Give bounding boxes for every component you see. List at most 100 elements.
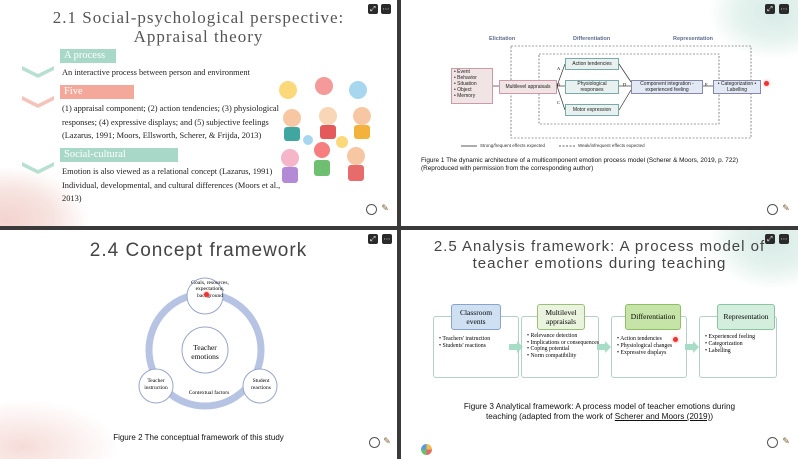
stage-item: • Physiological changes bbox=[617, 343, 673, 349]
section-text: (1) appraisal component; (2) action tend… bbox=[62, 102, 279, 143]
expand-icon[interactable]: ⤢ bbox=[368, 4, 378, 14]
figure-caption: Figure 2 The conceptual framework of thi… bbox=[113, 433, 284, 442]
event-item: • Situation bbox=[454, 81, 477, 87]
letter-label: C bbox=[557, 100, 561, 105]
decoration bbox=[0, 166, 90, 226]
stage-header: Multilevel appraisals bbox=[537, 304, 585, 330]
node-student-reactions: Student reactions bbox=[251, 378, 271, 391]
legend-weak: Weak/infrequent effects expected bbox=[578, 143, 645, 148]
letter-label: D bbox=[623, 82, 627, 87]
letter-label: B bbox=[557, 82, 561, 87]
record-ring-icon[interactable] bbox=[767, 204, 778, 215]
event-item: • Event bbox=[454, 69, 470, 75]
menu-icon[interactable]: ⋯ bbox=[381, 4, 391, 14]
laser-pointer bbox=[764, 81, 769, 86]
expand-icon[interactable]: ⤢ bbox=[765, 4, 775, 14]
event-item: • Memory bbox=[454, 93, 476, 99]
node-teacher-instruction: Teacher instruction bbox=[144, 378, 168, 391]
stage-item: • Categorization bbox=[705, 341, 743, 347]
text-line: Individual, developmental, and cultural … bbox=[62, 180, 281, 190]
stage-header: Classroom events bbox=[451, 304, 501, 330]
text-line: Emotion is also viewed as a relational c… bbox=[62, 167, 273, 176]
node-teacher-emotions: Teacher emotions bbox=[191, 343, 219, 361]
slide-title: 2.4 Concept framework bbox=[89, 240, 308, 261]
box-action-tendencies: Action tendencies bbox=[565, 58, 619, 70]
decoration bbox=[0, 399, 120, 459]
pen-icon[interactable]: ✎ bbox=[381, 204, 389, 214]
record-ring-icon[interactable] bbox=[767, 437, 778, 448]
pen-icon[interactable]: ✎ bbox=[782, 437, 790, 447]
column-representation: Representation bbox=[673, 36, 714, 42]
caption-text: ) bbox=[710, 412, 714, 421]
flow-arrows bbox=[509, 341, 699, 353]
letter-label: E bbox=[705, 82, 708, 87]
stage-item: • Teachers' instruction bbox=[439, 336, 491, 342]
slide-appraisal-theory[interactable]: 2.1 Social-psychological perspective: Ap… bbox=[0, 0, 397, 226]
slide-analysis-framework[interactable]: 2.5 Analysis framework: A process model … bbox=[401, 230, 798, 459]
stage-header: Representation bbox=[717, 304, 775, 330]
stage-header: Differentiation bbox=[625, 304, 681, 330]
box-motor-expression: Motor expression bbox=[565, 104, 619, 116]
arrow-right-icon bbox=[597, 341, 611, 353]
laser-pointer bbox=[673, 337, 678, 342]
caption-line: teaching (adapted from the work of Scher… bbox=[401, 412, 798, 422]
pen-icon[interactable]: ✎ bbox=[383, 437, 391, 447]
menu-icon[interactable]: ⋯ bbox=[382, 234, 392, 244]
laser-pointer bbox=[204, 292, 209, 297]
section-label-components: Five components bbox=[60, 85, 134, 111]
node-goals: Goals, resources, expectations, backgrou… bbox=[191, 280, 229, 299]
caption-line: (Reproduced with permission from the cor… bbox=[421, 165, 594, 172]
box-multilevel-appraisals: Multilevel appraisals bbox=[499, 80, 557, 94]
stage-items: • Relevance detection • Implications or … bbox=[527, 333, 599, 359]
text-line: (Lazarus, 1991; Moors, Ellsworth, Schere… bbox=[62, 131, 262, 140]
arrow-right-icon bbox=[685, 341, 699, 353]
title-line: Appraisal theory bbox=[133, 27, 264, 46]
stage-item: • Action tendencies bbox=[617, 336, 662, 342]
caption-line: Figure 3 Analytical framework: A process… bbox=[463, 402, 736, 411]
menu-icon[interactable]: ⋯ bbox=[779, 4, 789, 14]
stage-items: • Action tendencies • Physiological chan… bbox=[617, 336, 672, 357]
section-label-process: A process bbox=[60, 49, 116, 63]
stage-item: • Coping potential bbox=[527, 346, 570, 353]
slide-concept-framework[interactable]: 2.4 Concept framework Goals, resources, … bbox=[0, 230, 397, 459]
app-logo-icon[interactable] bbox=[421, 444, 432, 455]
pen-icon[interactable]: ✎ bbox=[782, 204, 790, 214]
slide-process-model[interactable]: Elicitation Differentiation Representati… bbox=[401, 0, 798, 226]
stage-item: • Implications or consequences bbox=[527, 339, 600, 346]
caption-line: Figure 1 The dynamic architecture of a m… bbox=[421, 157, 739, 164]
stage-items: • Experienced feeling • Categorization •… bbox=[705, 334, 755, 355]
event-item: • Object bbox=[454, 87, 472, 93]
box-component-integration: Component integration - experienced feel… bbox=[631, 80, 703, 94]
stage-item: • Labelling bbox=[705, 348, 731, 354]
stage-item: • Experienced feeling bbox=[705, 334, 755, 340]
text-line: responses; (4) expressive displays; and … bbox=[62, 117, 269, 127]
title-line: 2.1 Social-psychological perspective: bbox=[52, 8, 345, 27]
legend-strong: Strong/frequent effects expected bbox=[480, 143, 545, 148]
figure-caption: Figure 3 Analytical framework: A process… bbox=[401, 402, 798, 422]
event-item: • Behavior bbox=[454, 75, 477, 81]
event-list: • Event • Behavior • Situation • Object … bbox=[451, 68, 493, 104]
record-ring-icon[interactable] bbox=[366, 204, 377, 215]
section-label-social: Social-cultural construction bbox=[60, 148, 178, 174]
section-text: Emotion is also viewed as a relational c… bbox=[62, 165, 280, 206]
expand-icon[interactable]: ⤢ bbox=[368, 234, 378, 244]
stage-items: • Teachers' instruction • Students' reac… bbox=[439, 336, 490, 350]
column-differentiation: Differentiation bbox=[573, 36, 611, 42]
expand-icon[interactable]: ⤢ bbox=[765, 234, 775, 244]
column-elicitation: Elicitation bbox=[489, 36, 516, 42]
stage-item: • Students' reactions bbox=[439, 343, 486, 349]
letter-label: A bbox=[557, 66, 561, 71]
record-ring-icon[interactable] bbox=[369, 437, 380, 448]
menu-icon[interactable]: ⋯ bbox=[779, 234, 789, 244]
text-line: 2013) bbox=[62, 194, 82, 203]
chevron-icon bbox=[22, 162, 54, 174]
box-physiological-responses: Physiological responses bbox=[565, 80, 619, 94]
caption-reference-link[interactable]: Scherer and Moors (2019) bbox=[614, 412, 711, 421]
stage-item: • Norm compatibility bbox=[527, 352, 577, 359]
figure-caption: Figure 1 The dynamic architecture of a m… bbox=[421, 157, 738, 173]
slide-title: 2.5 Analysis framework: A process model … bbox=[401, 238, 798, 272]
box-categorization-labelling: • Categorization • Labelling bbox=[713, 80, 761, 94]
contextual-factors-label: Contextual factors bbox=[188, 390, 230, 396]
chevron-icon bbox=[22, 66, 54, 78]
stage-item: • Expressive displays bbox=[617, 350, 667, 356]
